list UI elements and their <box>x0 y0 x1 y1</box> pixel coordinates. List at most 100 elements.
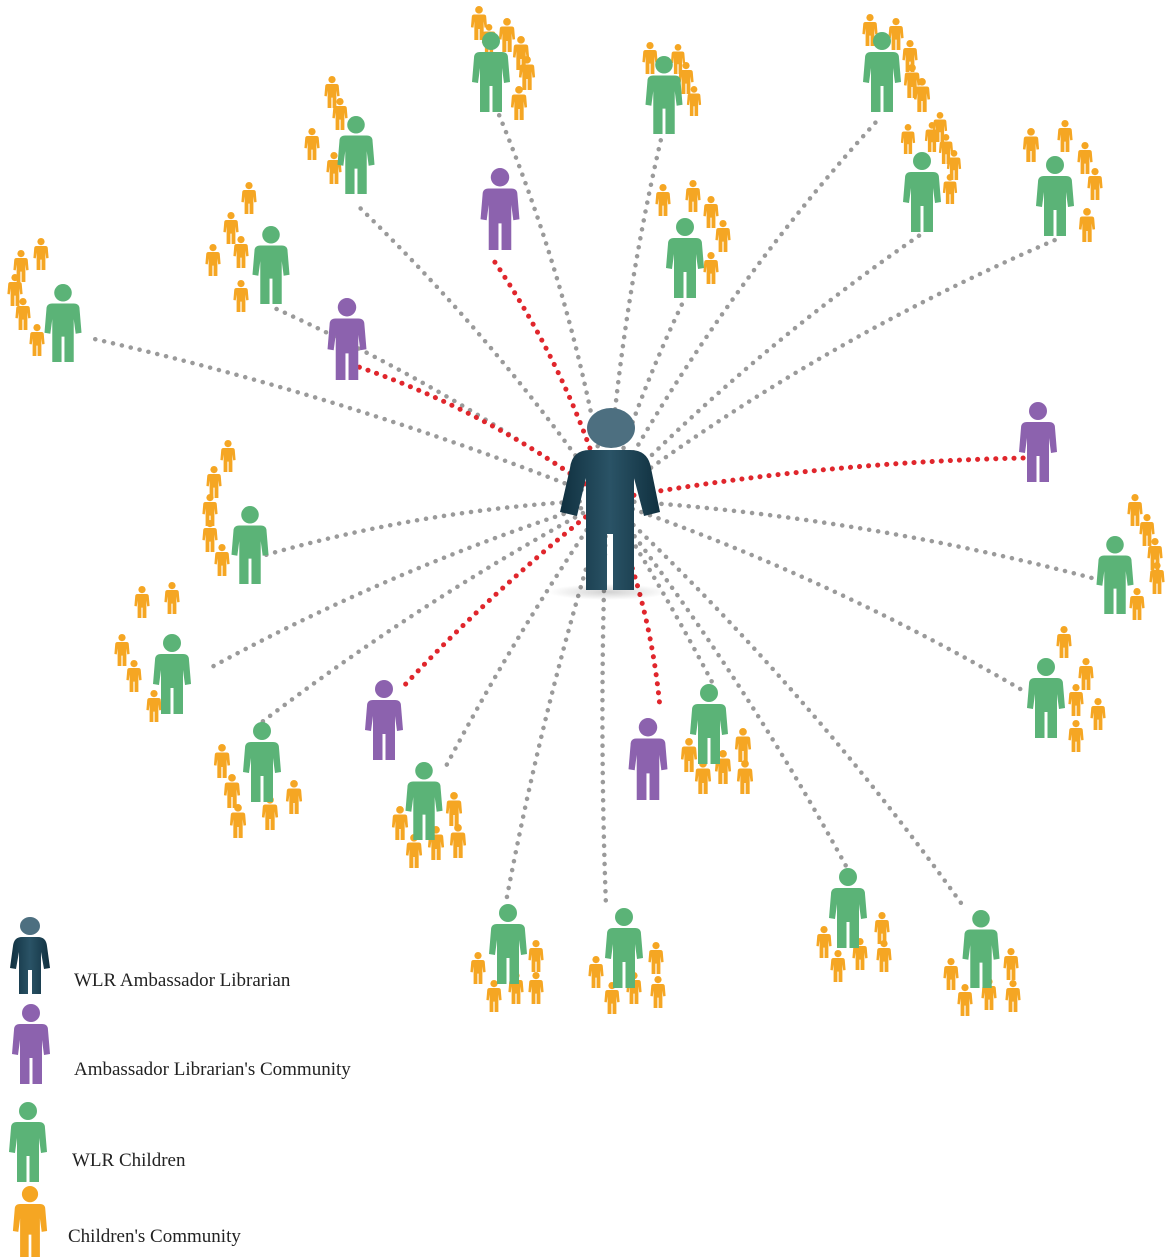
legend-label-community: Ambassador Librarian's Community <box>74 1059 351 1080</box>
community-child-figure <box>285 780 303 814</box>
community-child-figure <box>233 236 249 268</box>
wlr-child-figure <box>863 32 901 112</box>
ambassador-librarian-figure <box>560 408 660 590</box>
community-child-figure <box>223 212 239 244</box>
community-child-figure <box>694 760 712 794</box>
children-group <box>202 440 269 584</box>
connector-gray <box>259 497 610 559</box>
wlr-child-figure <box>690 684 728 764</box>
community-child-figure <box>15 298 31 330</box>
community-child-figure <box>1139 514 1155 546</box>
wlr-child-figure <box>1027 658 1065 738</box>
community-child-figure <box>445 792 463 826</box>
ambassador-community-figure <box>327 298 367 380</box>
ambassador-community-figure <box>365 680 403 760</box>
wlr-child-figure <box>903 152 941 232</box>
community-child-figure <box>391 806 409 840</box>
connector-gray <box>494 107 610 503</box>
connector-gray <box>441 497 610 773</box>
community-child-figure <box>146 690 162 722</box>
ambassador-community-figure <box>628 718 668 800</box>
connector-gray <box>259 497 610 725</box>
community-child-figure <box>223 774 241 808</box>
wlr-child-figure <box>1036 156 1074 236</box>
community-child-figure <box>680 738 698 772</box>
ambassador-community-figure <box>480 168 520 250</box>
children-group <box>900 112 962 232</box>
community-child-figure <box>241 182 257 214</box>
wlr-child-figure <box>962 910 1000 988</box>
community-child-figure <box>703 196 719 228</box>
community-child-figure <box>734 728 752 762</box>
wlr-child-figure <box>252 226 290 304</box>
community-child-figure <box>202 520 218 552</box>
children-group <box>205 182 290 312</box>
community-child-figure <box>1078 208 1096 242</box>
community-child-figure <box>642 42 658 74</box>
wlr-child-figure <box>1096 536 1134 614</box>
community-child-figure <box>220 440 236 472</box>
connector-red <box>399 497 610 691</box>
community-child-figure <box>703 252 719 284</box>
connector-red <box>604 455 1027 503</box>
children-group <box>114 582 191 722</box>
community-child-figure <box>1057 120 1073 152</box>
community-child-figure <box>888 18 904 50</box>
connector-gray <box>604 132 665 503</box>
community-child-figure <box>512 36 530 70</box>
community-child-figure <box>816 926 832 958</box>
community-child-figure <box>528 940 544 972</box>
children-group <box>304 76 375 194</box>
wlr-child-figure <box>489 904 527 984</box>
community-child-figure <box>486 980 502 1012</box>
community-child-figure <box>1127 494 1143 526</box>
wlr-child-figure <box>153 634 191 714</box>
children-group <box>470 904 544 1012</box>
children-group <box>680 684 754 794</box>
children-group <box>470 6 536 120</box>
connector-gray <box>604 237 1058 503</box>
community-child-figure <box>7 274 23 306</box>
community-child-figure <box>498 18 516 52</box>
legend <box>9 917 50 1257</box>
wlr-child-figure <box>231 506 269 584</box>
community-child-figure <box>213 744 231 778</box>
connector-gray <box>604 497 1095 581</box>
wlr-child-figure <box>829 868 867 948</box>
wlr-child-figure <box>243 722 281 802</box>
children-group <box>1022 120 1103 242</box>
community-child-figure <box>114 634 130 666</box>
legend-icon-children <box>9 1102 47 1182</box>
community-child-figure <box>1068 684 1084 716</box>
community-child-figure <box>1149 562 1165 594</box>
community-child-figure <box>1003 948 1019 980</box>
figure-layer <box>7 6 1165 1257</box>
community-child-figure <box>942 174 958 204</box>
community-child-figure <box>518 56 536 90</box>
community-child-figure <box>332 98 348 130</box>
wlr-child-figure <box>472 32 510 112</box>
connector-gray <box>604 497 969 913</box>
community-child-figure <box>326 152 342 184</box>
community-child-figure <box>1087 168 1103 200</box>
community-child-figure <box>449 824 467 858</box>
community-child-figure <box>164 582 180 614</box>
community-child-figure <box>29 324 45 356</box>
connector-gray <box>87 335 610 503</box>
wlr-child-figure <box>605 908 643 988</box>
community-child-figure <box>1022 128 1040 162</box>
community-child-figure <box>1068 720 1084 752</box>
community-child-figure <box>588 956 604 988</box>
community-child-figure <box>1056 626 1072 658</box>
connector-gray <box>604 232 923 503</box>
community-child-figure <box>913 78 931 112</box>
children-group <box>1096 494 1165 620</box>
legend-label-childrens-community: Children's Community <box>68 1226 241 1247</box>
community-child-figure <box>648 942 664 974</box>
children-group <box>213 722 303 838</box>
community-child-figure <box>229 804 247 838</box>
community-child-figure <box>134 586 150 618</box>
connector-gray <box>604 119 879 503</box>
wlr-child-figure <box>405 762 443 840</box>
